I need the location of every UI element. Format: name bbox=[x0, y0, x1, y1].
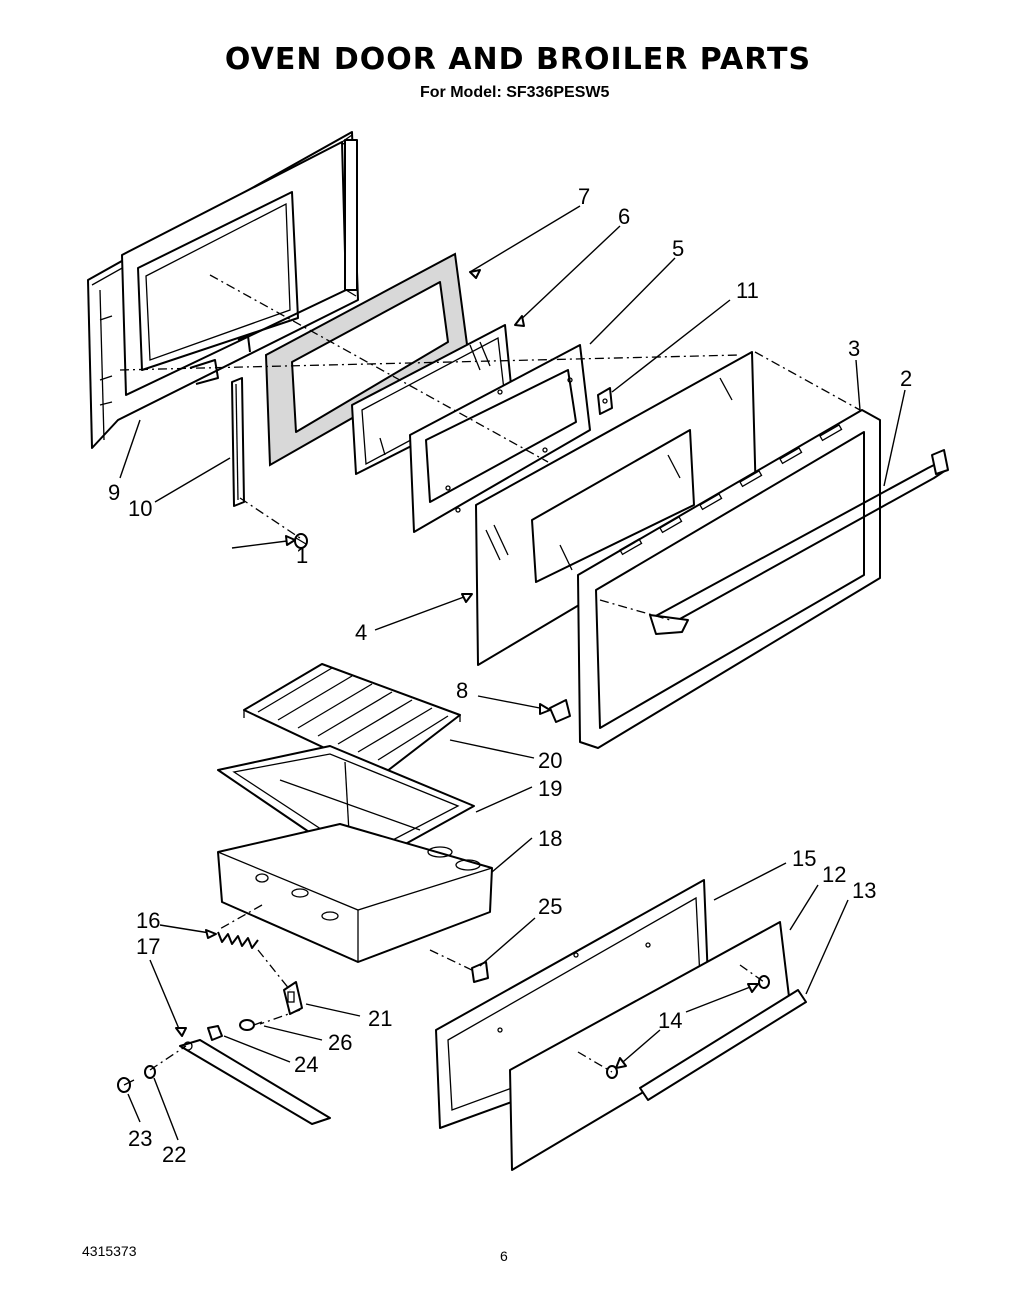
part-8-hinge-clip bbox=[549, 699, 571, 723]
part-9-inner-door-panel bbox=[87, 131, 359, 449]
page-number: 6 bbox=[500, 1248, 508, 1264]
frame-vent-slots bbox=[619, 424, 843, 556]
callout-20: 20 bbox=[538, 748, 562, 773]
part-18-broiler-pan bbox=[217, 823, 493, 963]
callout-21: 21 bbox=[368, 1006, 392, 1031]
callout-4: 4 bbox=[355, 620, 367, 645]
callout-22: 22 bbox=[162, 1142, 186, 1167]
callout-26: 26 bbox=[328, 1030, 352, 1055]
callout-7: 7 bbox=[578, 184, 590, 209]
part-5-glass-frame bbox=[409, 344, 591, 533]
callout-11: 11 bbox=[736, 278, 759, 303]
callout-25: 25 bbox=[538, 894, 562, 919]
assembly-center-lines bbox=[119, 274, 861, 1073]
part-3-outer-door-frame bbox=[577, 409, 881, 749]
callout-23: 23 bbox=[128, 1126, 152, 1151]
part-17-rack-slide bbox=[179, 1039, 331, 1125]
callout-15: 15 bbox=[792, 846, 816, 871]
callout-6: 6 bbox=[618, 204, 630, 229]
callout-13: 13 bbox=[852, 878, 876, 903]
part-25-clip bbox=[471, 961, 489, 983]
part-10-side-bracket bbox=[231, 377, 245, 507]
document-number: 4315373 bbox=[82, 1243, 137, 1259]
callout-10: 10 bbox=[128, 496, 152, 521]
callout-2: 2 bbox=[900, 366, 912, 391]
callout-17: 17 bbox=[136, 934, 160, 959]
part-23-screw bbox=[117, 1077, 135, 1093]
page-title: OVEN DOOR AND BROILER PARTS bbox=[224, 42, 812, 77]
part-2-door-handle bbox=[649, 449, 949, 635]
callout-19: 19 bbox=[538, 776, 562, 801]
part-11-clip bbox=[597, 387, 613, 415]
callout-24: 24 bbox=[294, 1052, 318, 1077]
part-26-screw bbox=[239, 1019, 263, 1031]
callout-3: 3 bbox=[848, 336, 860, 361]
part-14-screws bbox=[606, 975, 770, 1079]
part-7-insulation bbox=[264, 252, 470, 467]
part-24-nut bbox=[207, 1025, 223, 1041]
callout-16: 16 bbox=[136, 908, 160, 933]
leader-lines bbox=[119, 205, 906, 1141]
callout-12: 12 bbox=[822, 862, 846, 887]
callout-labels: 1 2 3 4 5 6 7 8 9 10 11 12 13 14 15 16 1… bbox=[108, 184, 912, 1167]
callout-5: 5 bbox=[672, 236, 684, 261]
part-13-drawer-handle bbox=[639, 989, 807, 1101]
part-16-spring bbox=[217, 931, 259, 949]
part-21-latch-bracket bbox=[283, 981, 303, 1015]
model-subtitle: For Model: SF336PESW5 bbox=[420, 84, 610, 101]
callout-1: 1 bbox=[296, 543, 308, 568]
callout-14: 14 bbox=[658, 1008, 682, 1033]
callout-18: 18 bbox=[538, 826, 562, 851]
callout-9: 9 bbox=[108, 480, 120, 505]
callout-8: 8 bbox=[456, 678, 468, 703]
